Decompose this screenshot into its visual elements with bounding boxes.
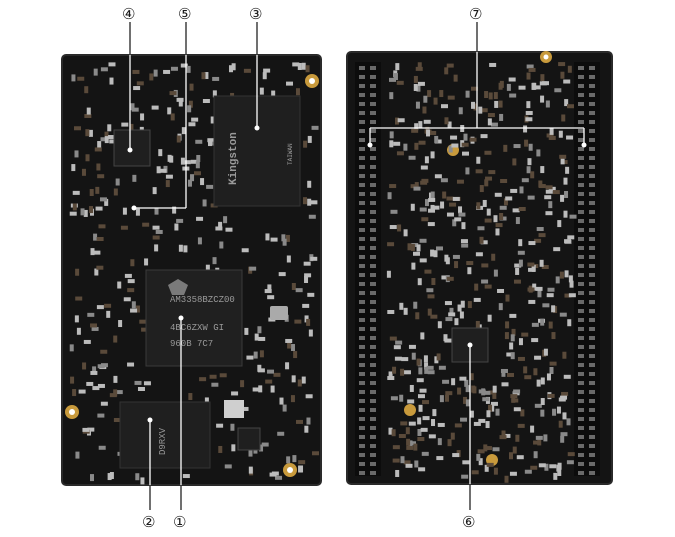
callout-3: ③ — [249, 5, 262, 23]
front-smd-components — [69, 62, 320, 485]
cpu-line-1: AM3358BZCZ00 — [170, 295, 235, 305]
ram-sub-text: TAIWAN — [287, 143, 294, 165]
callout-5: ⑤ — [178, 5, 191, 23]
callout-6: ⑥ — [462, 513, 475, 531]
callout-2: ② — [142, 513, 155, 531]
cpu-line-2: 4BC6ZXW GI — [170, 323, 224, 333]
callout-7: ⑦ — [469, 5, 482, 23]
board-front: Kingston TAIWAN AM3358BZCZ00 4BC6ZXW GI … — [61, 54, 322, 486]
cpu-line-3: 960B 7C7 — [170, 339, 213, 349]
callout-1: ① — [173, 513, 186, 531]
header-left — [355, 62, 381, 476]
board-back — [346, 51, 613, 485]
flash-label-text: D9RXV — [158, 427, 168, 455]
back-smd-components — [386, 62, 577, 483]
flash-chip: D9RXV — [119, 401, 211, 469]
callout-4: ④ — [122, 5, 135, 23]
controller-chip — [113, 129, 151, 167]
cpu-chip: AM3358BZCZ00 4BC6ZXW GI 960B 7C7 — [145, 269, 243, 367]
header-right — [574, 62, 600, 476]
ram-brand-text: Kingston — [228, 132, 240, 185]
